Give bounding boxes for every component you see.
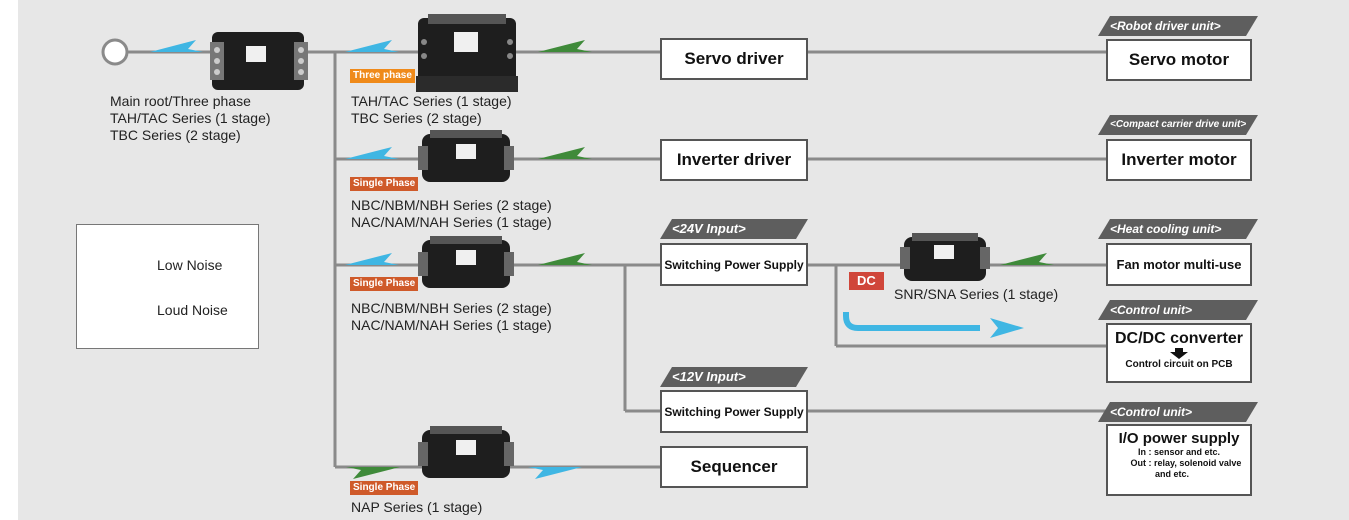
servo-driver-box: Servo driver [660, 38, 808, 80]
three-phase-filter-icon [210, 32, 308, 90]
filter-series-label: TBC Series (2 stage) [351, 110, 482, 126]
single-phase-badge: Single Phase [350, 481, 419, 495]
single-phase-filter-icon [418, 236, 514, 288]
sequencer-box: Sequencer [660, 446, 808, 488]
main-root-label-line: Main root/Three phase [110, 93, 251, 109]
main-root-label-line: TAH/TAC Series (1 stage) [110, 110, 271, 126]
low-noise-arrow-icon [345, 147, 399, 159]
low-noise-arrow-icon [528, 467, 582, 479]
dc-filter-icon [900, 233, 990, 281]
main-root-label-line: TBC Series (2 stage) [110, 127, 241, 143]
loud-noise-arrow-icon [538, 253, 592, 265]
three-phase-badge: Three phase [350, 69, 415, 83]
filter-series-label: NBC/NBM/NBH Series (2 stage) [351, 197, 552, 213]
loud-noise-arrow-icon [538, 40, 592, 52]
filter-series-label: NAC/NAM/NAH Series (1 stage) [351, 214, 552, 230]
dc-flow-arrow-body [843, 312, 980, 331]
io-out-key: Out [1130, 458, 1147, 468]
inverter-motor-box: Inverter motor [1106, 139, 1252, 181]
switching-power-supply-12v-box: Switching Power Supply [660, 390, 808, 433]
inverter-driver-box: Inverter driver [660, 139, 808, 181]
main-source-node [101, 38, 129, 66]
io-in-row: In : sensor and etc. [1108, 447, 1250, 458]
io-out-value-cont: and etc. [1155, 469, 1190, 479]
legend-low-noise-label: Low Noise [157, 257, 223, 273]
dcdc-converter-subtitle: Control circuit on PCB [1125, 359, 1233, 370]
heat-cooling-unit-tag: <Heat cooling unit> [1098, 219, 1258, 239]
single-phase-filter-icon [418, 130, 514, 182]
filter-series-label: TAH/TAC Series (1 stage) [351, 93, 512, 109]
servo-motor-box: Servo motor [1106, 39, 1252, 81]
fan-motor-box: Fan motor multi-use [1106, 243, 1252, 286]
dcdc-converter-box: DC/DC converter Control circuit on PCB [1106, 323, 1252, 383]
io-out-row: Out : relay, solenoid valve [1108, 458, 1250, 469]
switching-power-supply-24v-box: Switching Power Supply [660, 243, 808, 286]
compact-carrier-drive-unit-tag: <Compact carrier drive unit> [1098, 115, 1258, 135]
filter-series-label: NAC/NAM/NAH Series (1 stage) [351, 317, 552, 333]
three-phase-filter-icon [416, 14, 518, 92]
dcdc-converter-title: DC/DC converter [1114, 330, 1244, 347]
low-noise-arrow-icon [345, 40, 399, 52]
dc-badge: DC [849, 272, 884, 290]
io-power-supply-box: I/O power supply In : sensor and etc. Ou… [1106, 424, 1252, 496]
single-phase-filter-icon [418, 426, 514, 478]
filter-series-label: NBC/NBM/NBH Series (2 stage) [351, 300, 552, 316]
single-phase-badge: Single Phase [350, 177, 419, 191]
low-noise-arrow-icon [345, 253, 399, 265]
single-phase-badge: Single Phase [350, 277, 419, 291]
input-24v-tag: <24V Input> [660, 219, 808, 239]
control-unit-tag: <Control unit> [1098, 402, 1258, 422]
robot-driver-unit-tag: <Robot driver unit> [1098, 16, 1258, 36]
io-in-value: : sensor and etc. [1148, 447, 1221, 457]
control-unit-tag: <Control unit> [1098, 300, 1258, 320]
loud-noise-arrow-icon [1000, 253, 1054, 265]
input-12v-tag: <12V Input> [660, 367, 808, 387]
loud-noise-arrow-icon [538, 147, 592, 159]
io-out-value: : relay, solenoid valve [1148, 458, 1242, 468]
dc-filter-series-label: SNR/SNA Series (1 stage) [894, 286, 1059, 302]
dc-flow-arrow-head [990, 318, 1024, 338]
down-arrow-icon [1170, 348, 1188, 359]
io-power-supply-title: I/O power supply [1118, 430, 1240, 447]
filter-series-label: NAP Series (1 stage) [351, 499, 483, 515]
noise-legend [76, 224, 259, 349]
loud-noise-arrow-icon [346, 467, 400, 479]
legend-loud-noise-label: Loud Noise [157, 302, 228, 318]
io-in-key: In [1138, 447, 1146, 457]
low-noise-arrow-icon [150, 40, 203, 52]
